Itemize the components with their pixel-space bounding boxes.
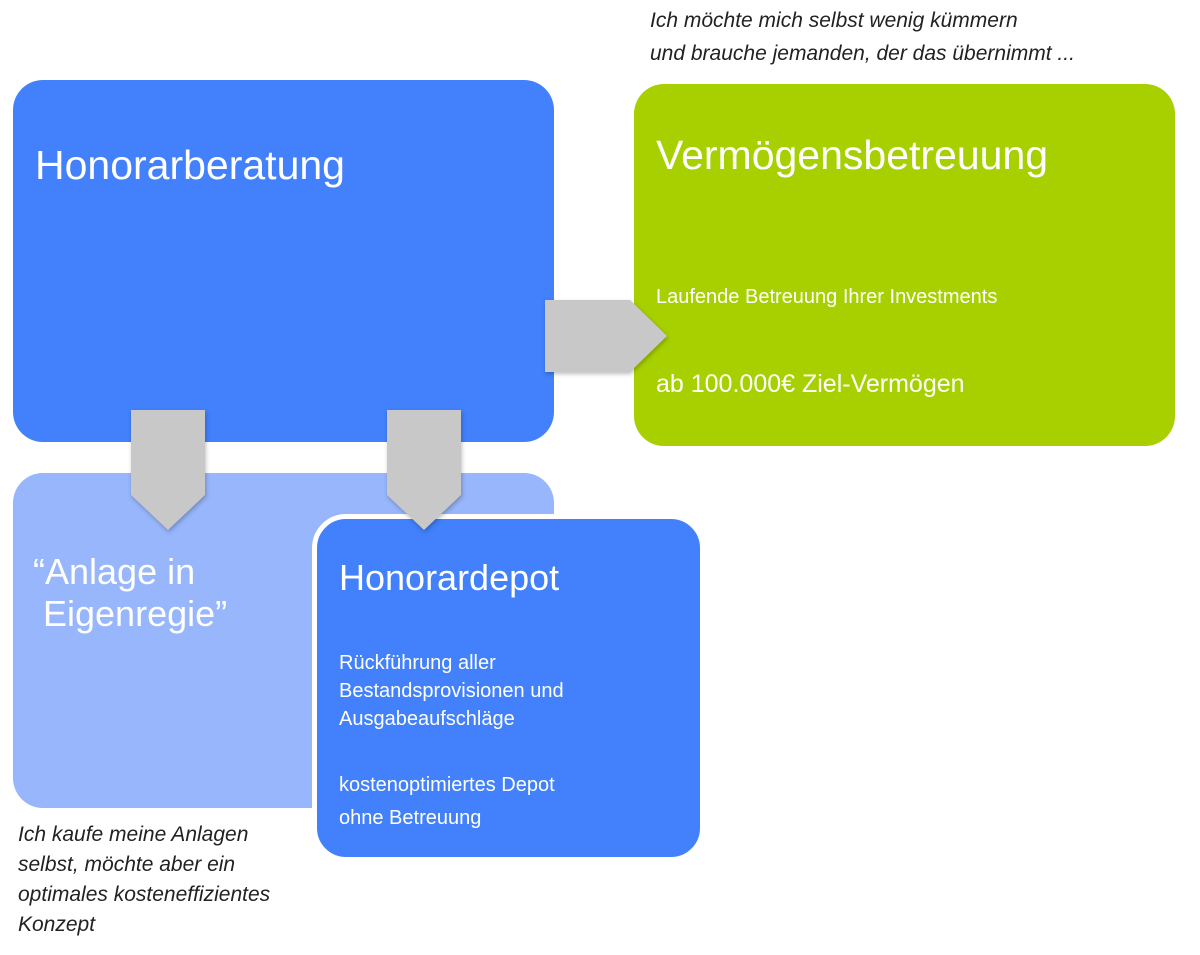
top-note-line: Ich möchte mich selbst wenig kümmern [650,9,1018,32]
vermoegensbetreuung-title: Vermögensbetreuung [656,132,1049,178]
arrow-down-eigenregie [131,410,205,530]
top-note: Ich möchte mich selbst wenig kümmern und… [650,4,1075,70]
bottom-note-line: Konzept [18,913,96,936]
bottom-note-line: selbst, möchte aber ein [18,853,236,876]
top-note-line: und brauche jemanden, der das übernimmt … [650,42,1075,65]
eigenregie-title-line: Eigenregie” [33,593,228,634]
bottom-note-line: Ich kaufe meine Anlagen [18,823,249,846]
honorardepot-line: kostenoptimiertes Depot [339,774,555,796]
arrow-right-vermoegensbetreuung [545,300,667,372]
vermoegensbetreuung-line1: Laufende Betreuung Ihrer Investments [656,286,998,308]
honorarberatung-title: Honorarberatung [35,142,345,188]
honorardepot-title: Honorardepot [339,557,560,598]
vermoegensbetreuung-line2: ab 100.000€ Ziel-Vermögen [656,370,965,398]
honorardepot-box: Honorardepot Rückführung aller Bestandsp… [312,514,705,862]
honorardepot-text1: Rückführung aller Bestandsprovisionen un… [339,649,564,733]
bottom-note: Ich kaufe meine Anlagen selbst, möchte a… [18,820,270,940]
bottom-note-line: optimales kosteneffizientes [18,883,271,906]
eigenregie-title: “Anlage in Eigenregie” [33,551,227,635]
honorardepot-text2: kostenoptimiertes Depot ohne Betreuung [339,769,555,835]
honorardepot-line: Bestandsprovisionen und [339,680,564,702]
arrow-down-honorardepot [387,410,461,530]
eigenregie-title-line: “Anlage in [33,551,196,592]
honorardepot-line: Ausgabeaufschläge [339,708,515,730]
vermoegensbetreuung-box: Vermögensbetreuung Laufende Betreuung Ih… [634,84,1175,446]
honorardepot-line: ohne Betreuung [339,807,482,829]
honorarberatung-box: Honorarberatung [13,80,554,442]
honorardepot-line: Rückführung aller [339,652,496,674]
